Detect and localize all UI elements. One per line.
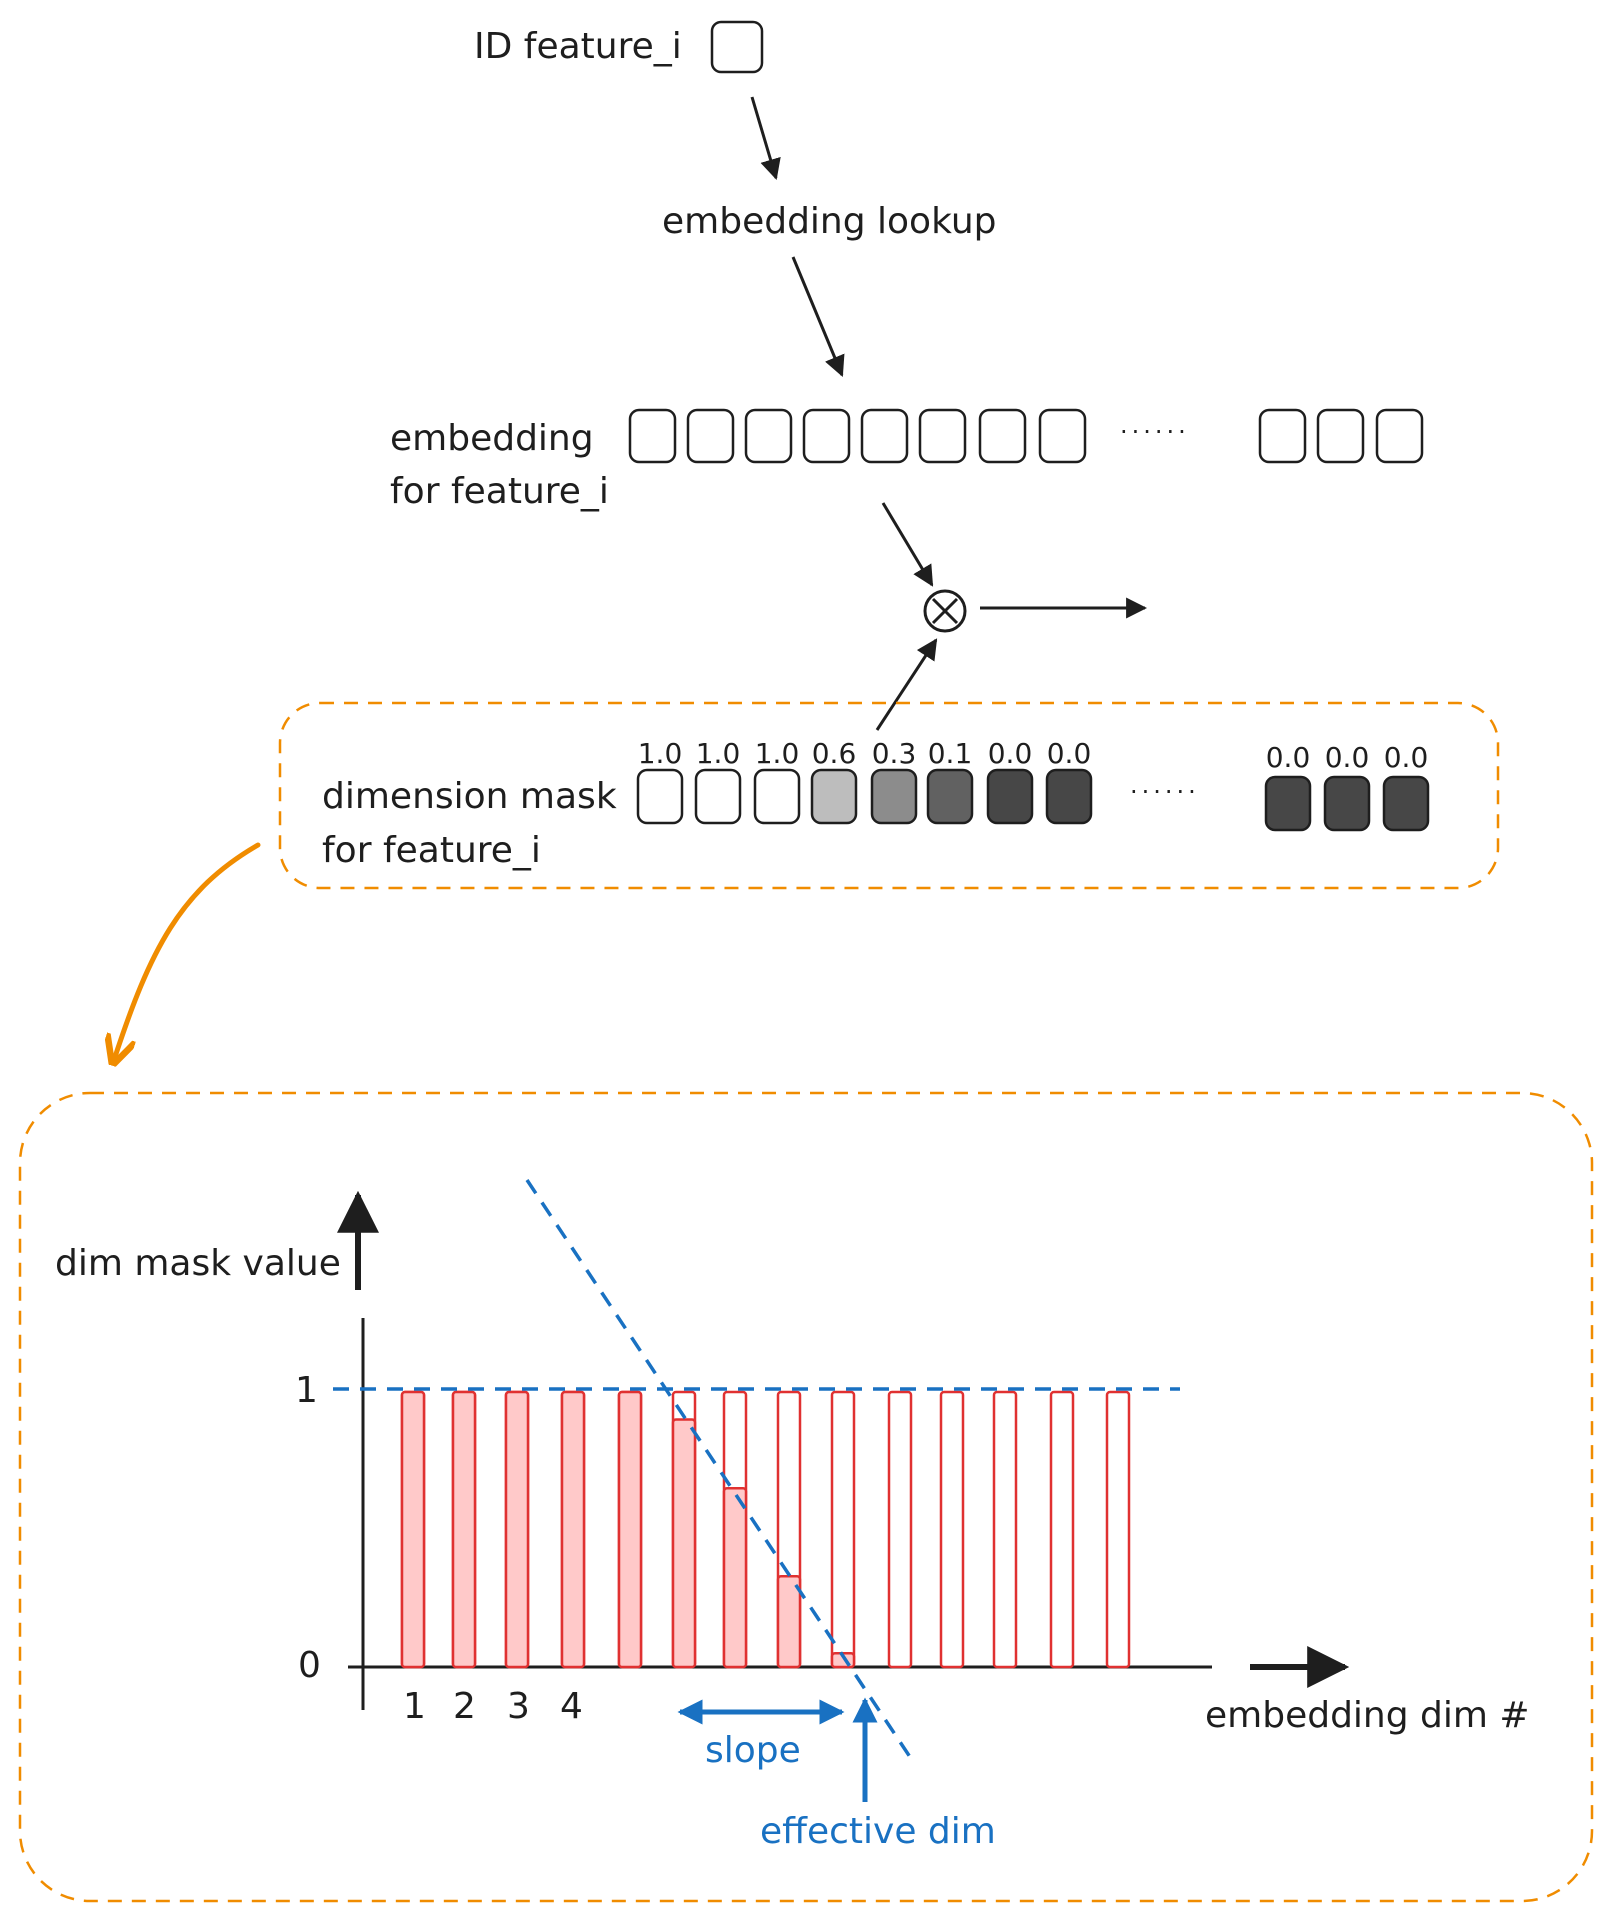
chart-dashed-frame — [18, 1091, 1594, 1903]
x-tick-label: 3 — [507, 1686, 530, 1727]
mask-cell — [636, 768, 684, 825]
x-tick-label: 2 — [453, 1686, 476, 1727]
embedding-label-line2: for feature_i — [390, 471, 609, 512]
bar-outline — [939, 1390, 965, 1669]
mask-label-line2: for feature_i — [322, 830, 541, 871]
mask-cell — [986, 768, 1034, 825]
embedding-ellipsis: ······ — [1120, 418, 1190, 446]
bar — [776, 1575, 802, 1669]
embedding-cell — [918, 408, 967, 464]
x-tick-label: 1 — [403, 1686, 426, 1727]
embedding-cell — [1316, 408, 1365, 464]
mask-label-line1: dimension mask — [322, 776, 617, 817]
mask-cell — [810, 768, 858, 825]
mask-cell — [1045, 768, 1093, 825]
bar — [671, 1418, 697, 1669]
mask-vector: 1.0 1.0 1.0 0.6 0.3 0.1 0.0 0.0 0.0 0.0 0.0 — [636, 737, 1430, 832]
bar — [400, 1390, 426, 1669]
slope-dashed-line — [525, 1179, 914, 1761]
bar — [617, 1390, 643, 1669]
mask-dashed-frame — [278, 701, 1500, 890]
embedding-vector: ······ — [628, 408, 1424, 464]
arrow-mask-to-multiply — [875, 638, 938, 731]
mask-cell-value: 0.0 — [1047, 737, 1092, 770]
embedding-cell — [1258, 408, 1307, 464]
embedding-cell — [744, 408, 793, 464]
mask-cell — [1264, 775, 1312, 832]
mask-cell — [1323, 775, 1371, 832]
embedding-cell — [628, 408, 677, 464]
mask-cell-value: 0.0 — [1384, 741, 1429, 774]
mask-cell-value: 1.0 — [638, 737, 683, 770]
bar-outline — [887, 1390, 913, 1669]
mask-cell — [753, 768, 801, 825]
bar — [504, 1390, 530, 1669]
mask-cell-value: 0.1 — [928, 737, 973, 770]
mask-cell-value: 1.0 — [755, 737, 800, 770]
bar-series — [400, 1390, 1131, 1669]
mask-cell — [926, 768, 974, 825]
mask-cell-value: 0.0 — [1325, 741, 1370, 774]
mask-cell — [870, 768, 918, 825]
mask-cell-value: 0.6 — [812, 737, 857, 770]
bar-outline — [830, 1390, 856, 1669]
slope-label: slope — [705, 1730, 801, 1771]
embedding-cell — [860, 408, 909, 464]
embedding-cell — [802, 408, 851, 464]
embedding-cell — [1375, 408, 1424, 464]
bar-outline — [1049, 1390, 1075, 1669]
arrow-embedding-to-multiply — [881, 502, 934, 587]
mask-cell-value: 0.3 — [872, 737, 917, 770]
x-tick-label: 4 — [560, 1686, 583, 1727]
y-tick-label: 1 — [295, 1370, 318, 1411]
mask-cell-value: 0.0 — [1266, 741, 1311, 774]
multiply-cross — [931, 597, 959, 625]
bar-outline — [1105, 1390, 1131, 1669]
y-tick-label: 0 — [298, 1645, 321, 1686]
y-axis-label: dim mask value — [55, 1243, 341, 1284]
mask-cell-value: 1.0 — [696, 737, 741, 770]
embedding-cell — [978, 408, 1027, 464]
mask-cell-value: 0.0 — [988, 737, 1033, 770]
mask-cell — [694, 768, 742, 825]
id-feature-box — [710, 20, 764, 74]
embedding-cell — [1038, 408, 1087, 464]
effective-dim-label: effective dim — [760, 1811, 996, 1852]
arrow-to-lookup — [750, 96, 781, 181]
bar-outline — [992, 1390, 1018, 1669]
embedding-label-line1: embedding — [390, 418, 594, 459]
connector-arrow — [114, 842, 261, 1060]
x-axis-label: embedding dim # — [1205, 1695, 1530, 1736]
arrow-to-embedding — [791, 256, 845, 377]
mask-cell — [1382, 775, 1430, 832]
bar — [451, 1390, 477, 1669]
embedding-cell — [686, 408, 735, 464]
mask-ellipsis: ······ — [1130, 778, 1200, 806]
bar — [722, 1487, 748, 1669]
bar — [560, 1390, 586, 1669]
lookup-label: embedding lookup — [662, 201, 997, 242]
id-feature-label: ID feature_i — [474, 26, 682, 67]
